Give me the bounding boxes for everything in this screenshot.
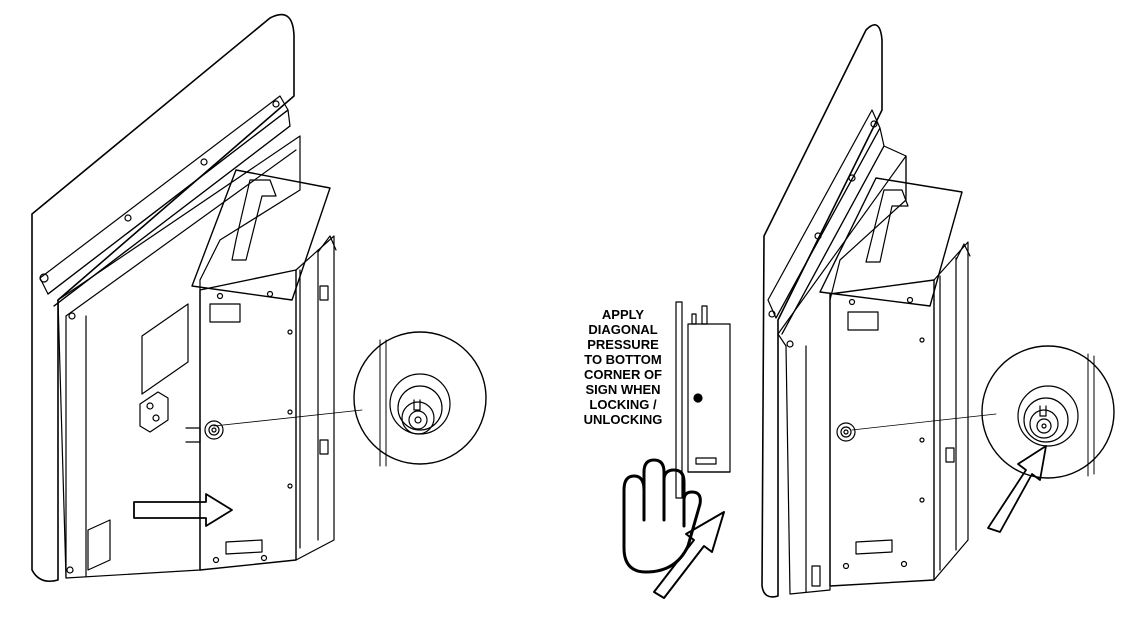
instruction-line: LOCKING / bbox=[589, 397, 657, 412]
instruction-text: APPLY DIAGONAL PRESSURE TO BOTTOM CORNER… bbox=[568, 307, 678, 427]
right-top-rail bbox=[767, 109, 881, 319]
left-callout-line bbox=[213, 409, 363, 427]
left-bracket bbox=[139, 391, 169, 433]
left-lock bbox=[204, 420, 224, 440]
left-top-rail bbox=[39, 95, 289, 295]
left-enclosure-front bbox=[199, 269, 297, 571]
left-push-arrow-icon bbox=[133, 493, 233, 527]
instruction-line: PRESSURE bbox=[587, 337, 659, 352]
right-lock-detail bbox=[981, 345, 1115, 479]
instruction-line: APPLY bbox=[601, 307, 645, 322]
right-enclosure-lid bbox=[819, 177, 963, 307]
hand-icon bbox=[622, 458, 702, 574]
right-diagonal-arrow-icon bbox=[987, 445, 1047, 533]
instruction-line: CORNER OF bbox=[584, 367, 662, 382]
right-lock bbox=[836, 422, 856, 442]
left-sign-body bbox=[57, 135, 301, 579]
instruction-line: SIGN WHEN bbox=[585, 382, 661, 397]
right-lid-handle bbox=[865, 189, 909, 263]
left-lock-detail bbox=[353, 331, 487, 467]
instruction-line: DIAGONAL bbox=[588, 322, 658, 337]
left-label-plate bbox=[141, 303, 189, 395]
instruction-line: UNLOCKING bbox=[583, 412, 663, 427]
side-view-sign-edge bbox=[675, 301, 683, 499]
right-sign-body bbox=[777, 155, 907, 595]
left-enclosure-side bbox=[295, 235, 335, 561]
right-enclosure-side bbox=[933, 241, 969, 581]
side-view-illustration bbox=[675, 301, 731, 499]
diagonal-pressure-arrow-icon bbox=[653, 511, 725, 599]
left-sign-panel bbox=[31, 13, 295, 583]
left-lid-handle bbox=[231, 179, 277, 261]
right-callout-line bbox=[851, 413, 997, 431]
left-sign-assembly bbox=[31, 13, 487, 583]
right-sign-panel bbox=[761, 24, 883, 598]
instruction-line: TO BOTTOM bbox=[584, 352, 662, 367]
right-sign-assembly bbox=[761, 24, 1115, 598]
left-enclosure-lid bbox=[191, 169, 331, 301]
